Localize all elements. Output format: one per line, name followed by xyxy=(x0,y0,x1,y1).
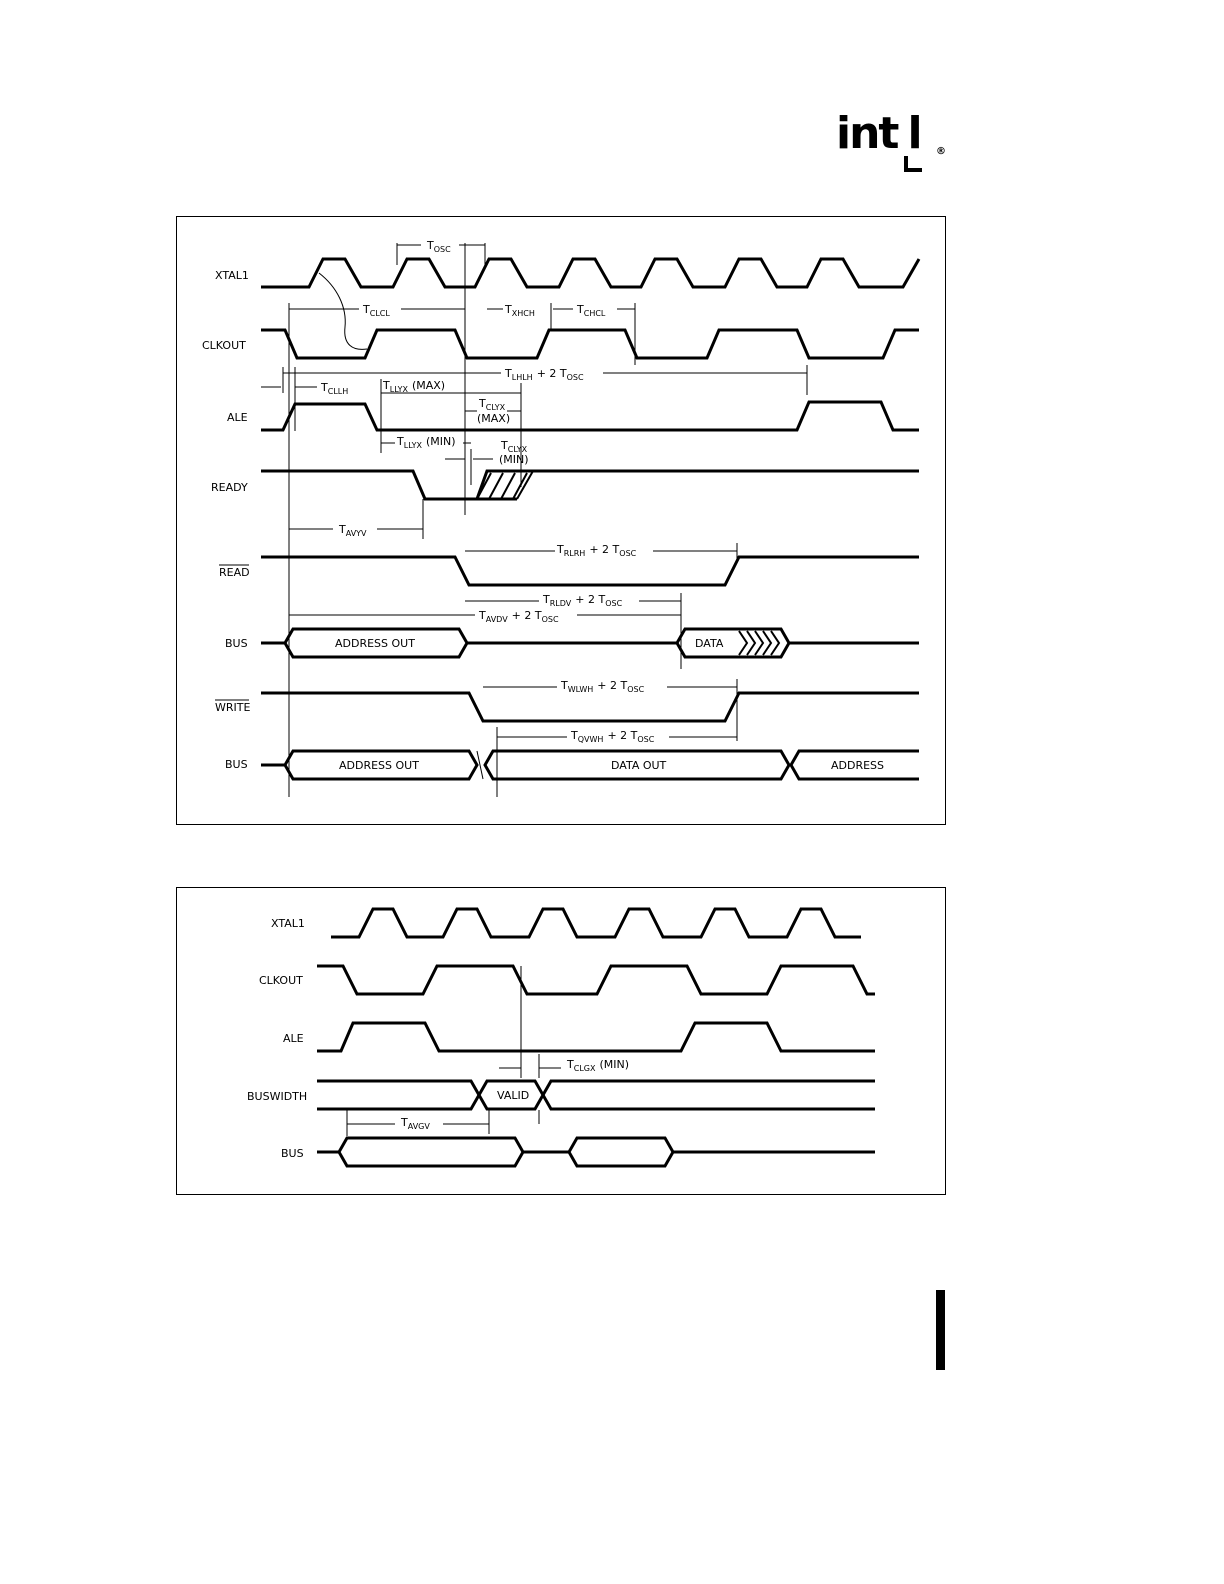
write-waveform xyxy=(261,691,919,723)
clkout-waveform xyxy=(261,328,919,360)
bus2-data-box xyxy=(567,1136,675,1168)
tqvwh-label: TQVWH+ 2 TOSC xyxy=(570,729,655,744)
signal2-label-clkout: CLKOUT xyxy=(259,974,303,987)
trldv-label: TRLDV+ 2 TOSC xyxy=(542,593,623,608)
twlwh-label: TWLWH+ 2 TOSC xyxy=(560,679,645,694)
signal-label-bus-write: BUS xyxy=(225,758,248,771)
bus-read-data-hatch-2 xyxy=(746,630,757,656)
timing-diagram-2-svg: XTAL1 CLKOUT ALE BUSWIDTH BUS VALID TCLG… xyxy=(247,907,875,1168)
ale-waveform-2 xyxy=(317,1021,875,1053)
ready-hatch-2 xyxy=(488,472,504,500)
tavyv-label: TAVYV xyxy=(338,523,367,538)
buswidth-top xyxy=(317,1079,481,1096)
tlhlh-label: TLHLH+ 2 TOSC xyxy=(504,367,584,382)
xtal1-waveform xyxy=(261,257,921,289)
tavgv-label: TAVGV xyxy=(400,1116,430,1131)
ale-waveform xyxy=(261,400,919,432)
timing-diagram-1-svg: XTAL1 CLKOUT ALE READY READ BUS WRITE BU… xyxy=(202,239,921,797)
bus-read-data-hatch-5 xyxy=(770,630,781,656)
signal-label-xtal1: XTAL1 xyxy=(215,269,249,282)
buswidth-valid-label: VALID xyxy=(497,1089,529,1102)
bus-read-data-hatch-1 xyxy=(738,630,749,656)
buswidth-bottom xyxy=(317,1094,481,1111)
ready-hatch-1 xyxy=(476,472,492,500)
tllyx-min-label: TLLYX(MIN) xyxy=(396,435,456,450)
ready-hatch-5 xyxy=(516,470,534,500)
ready-waveform-recover xyxy=(467,469,919,501)
signal2-label-buswidth: BUSWIDTH xyxy=(247,1090,307,1103)
tclyx-max-suffix: (MAX) xyxy=(477,412,510,425)
logo-dropped-e xyxy=(904,156,922,172)
timing-diagram-read-write: XTAL1 CLKOUT ALE READY READ BUS WRITE BU… xyxy=(176,216,946,825)
buswidth-top-right xyxy=(541,1079,875,1096)
tclyx-min-label: TCLYX xyxy=(500,439,528,454)
tclyx-min-suffix: (MIN) xyxy=(499,453,529,466)
bus-write-cross-1 xyxy=(476,750,484,780)
signal-label-read: READ xyxy=(219,566,250,579)
ready-hatch-3 xyxy=(500,472,516,500)
tosc-label: TOSC xyxy=(426,239,451,254)
bus-write-next-label: ADDRESS xyxy=(831,759,884,772)
bus-read-data-hatch-4 xyxy=(762,630,773,656)
tavdv-label: TAVDV+ 2 TOSC xyxy=(478,609,559,624)
tllyx-max-label: TLLYX(MAX) xyxy=(382,379,445,394)
signal2-label-ale: ALE xyxy=(283,1032,304,1045)
trlrh-label: TRLRH+ 2 TOSC xyxy=(556,543,637,558)
read-waveform xyxy=(261,555,919,587)
bus-write-data-box xyxy=(483,749,791,781)
tclcl-curve xyxy=(318,272,368,350)
tchcl-label: TCHCL xyxy=(576,303,606,318)
tcllh-label: TCLLH xyxy=(320,381,348,396)
signal-label-bus-read: BUS xyxy=(225,637,248,650)
xtal1-waveform-2 xyxy=(331,907,861,939)
signal-label-ready: READY xyxy=(211,481,248,494)
signal-label-clkout: CLKOUT xyxy=(202,339,246,352)
tclgx-label: TCLGX(MIN) xyxy=(566,1058,629,1073)
signal2-label-bus: BUS xyxy=(281,1147,304,1160)
bus-read-address-label: ADDRESS OUT xyxy=(335,637,415,650)
bus-write-data-label: DATA OUT xyxy=(611,759,667,772)
signal-label-write: WRITE xyxy=(215,701,250,714)
ready-waveform xyxy=(261,469,477,501)
signal-label-ale: ALE xyxy=(227,411,248,424)
signal2-label-xtal1: XTAL1 xyxy=(271,917,305,930)
tclyx-max-label: TCLYX xyxy=(478,397,506,412)
tclcl-label: TCLCL xyxy=(362,303,390,318)
bus-read-data-label: DATA xyxy=(695,637,724,650)
bus-read-data-hatch-3 xyxy=(754,630,765,656)
revision-bar xyxy=(936,1290,945,1370)
timing-diagram-buswidth: XTAL1 CLKOUT ALE BUSWIDTH BUS VALID TCLG… xyxy=(176,887,946,1195)
clkout-waveform-2 xyxy=(317,964,875,996)
bus-write-address-label: ADDRESS OUT xyxy=(339,759,419,772)
bus-write-address-box xyxy=(283,749,479,781)
bus2-address-box xyxy=(337,1136,525,1168)
ready-hatch-4 xyxy=(512,472,528,500)
registered-mark: ® xyxy=(936,146,946,157)
buswidth-bottom-right xyxy=(541,1094,875,1111)
bus-write-next-address-box xyxy=(789,749,919,781)
txhch-label: TXHCH xyxy=(504,303,535,318)
